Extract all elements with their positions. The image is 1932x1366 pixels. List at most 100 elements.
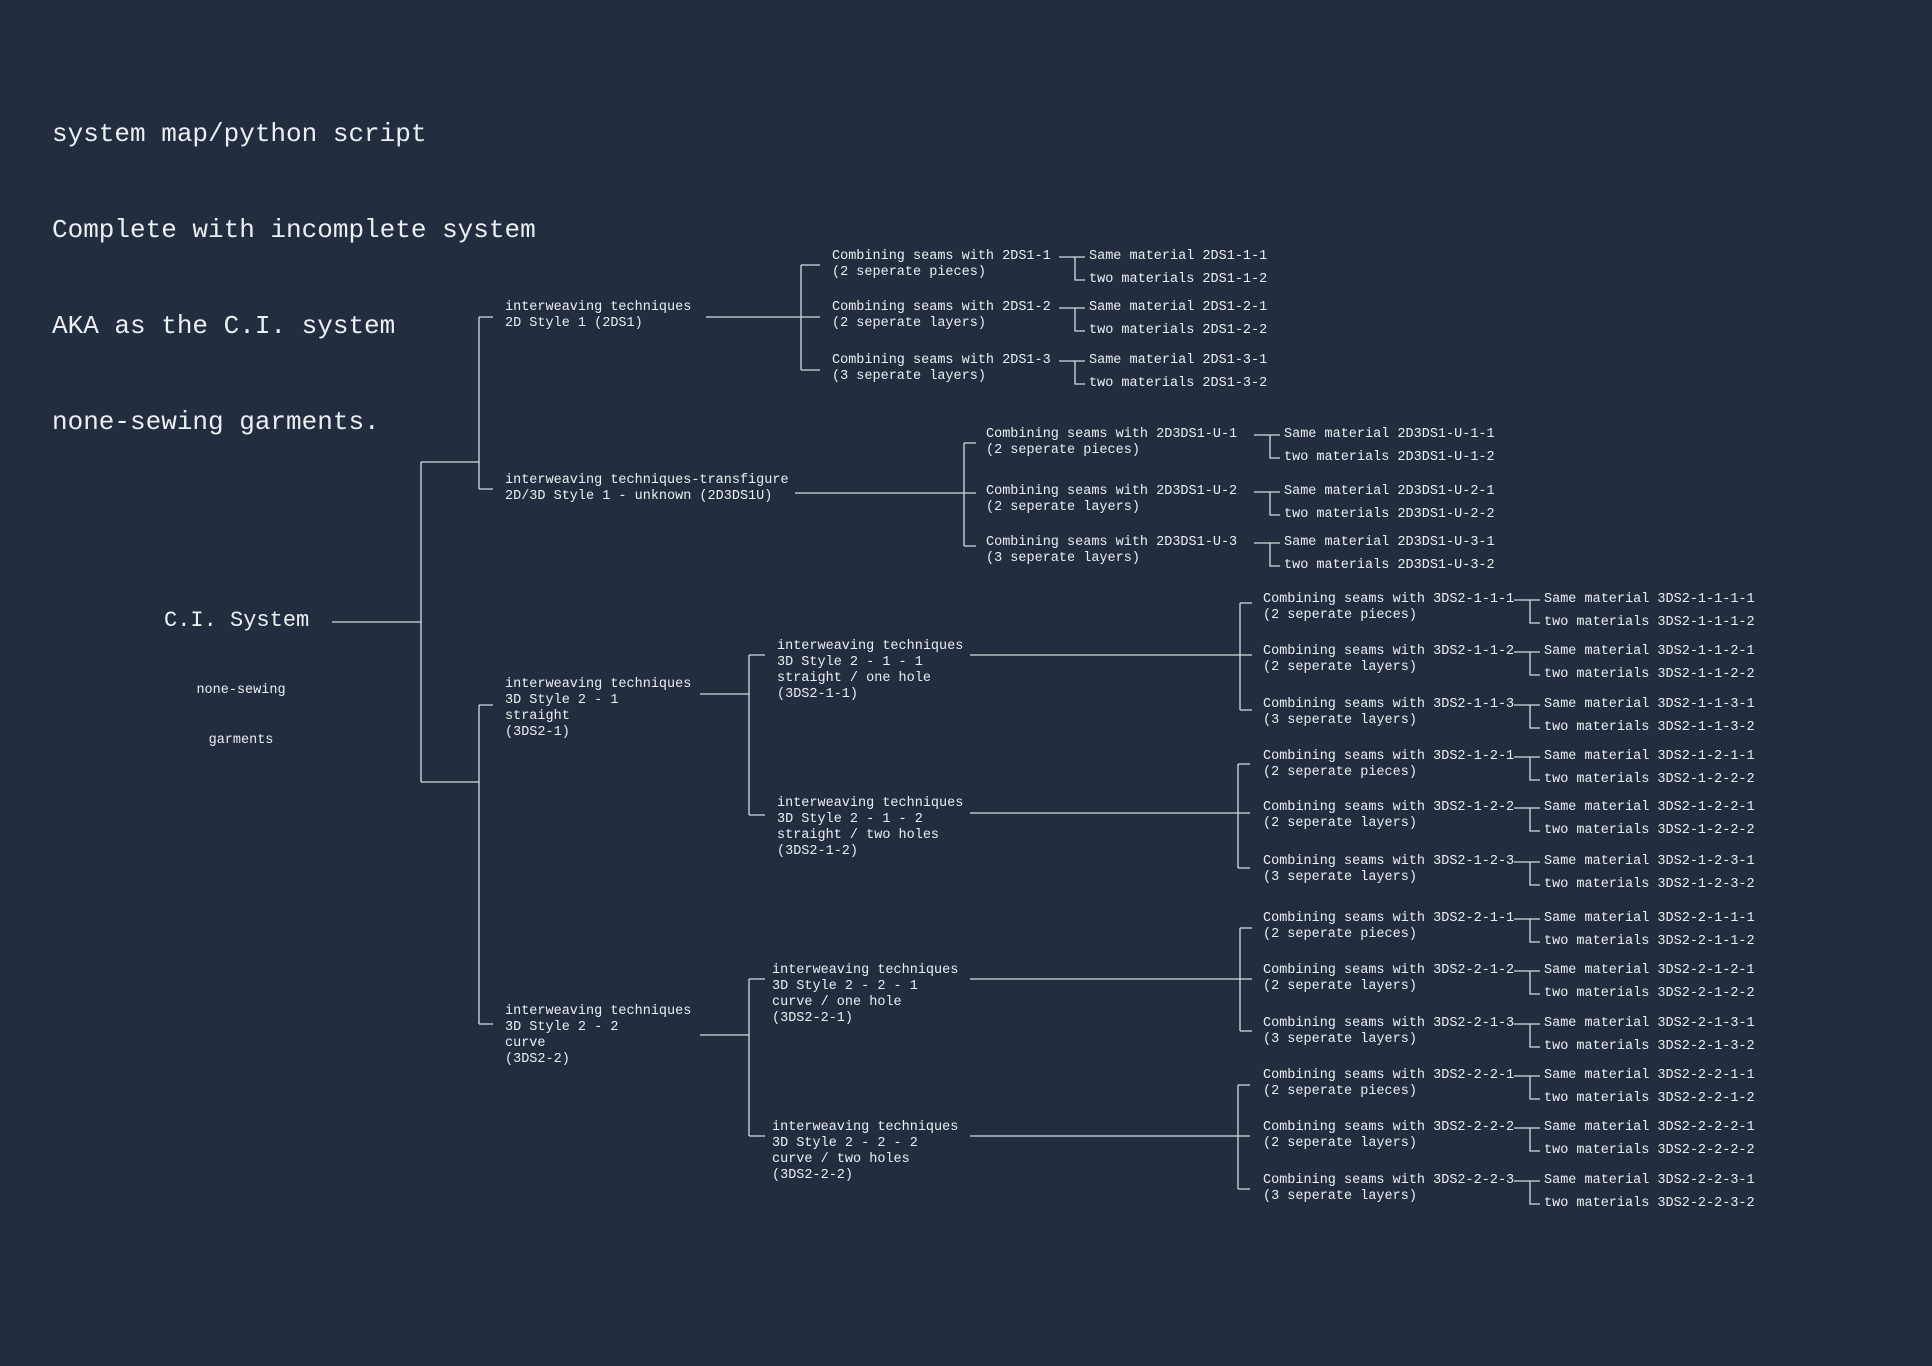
same-material-leaf-cs-211-3: Same material 3DS2-1-1-3-1 — [1544, 697, 1755, 712]
two-materials-leaf-cs-221-1: two materials 3DS2-2-1-1-2 — [1544, 934, 1755, 949]
material-connector-cs-212-2 — [1514, 807, 1540, 832]
two-materials-leaf-cs-221-2: two materials 3DS2-2-1-2-2 — [1544, 986, 1755, 1001]
same-material-leaf-cs-2d3-3: Same material 2D3DS1-U-3-1 — [1284, 535, 1495, 550]
two-materials-leaf-cs-2ds1-3: two materials 2DS1-3-2 — [1089, 376, 1268, 391]
same-material-leaf-cs-2ds1-1: Same material 2DS1-1-1 — [1089, 249, 1268, 264]
node-text-line: Combining seams with 3DS2-1-1-2 — [1263, 644, 1515, 659]
same-material-leaf-cs-211-1: Same material 3DS2-1-1-1-1 — [1544, 592, 1755, 607]
node-text-line: Combining seams with 3DS2-2-2-2 — [1263, 1120, 1515, 1135]
root-subtitle: none-sewing garments — [188, 650, 294, 766]
l2-3ds221-connector — [970, 927, 1252, 1032]
seam-node-cs-211-2: Combining seams with 3DS2-1-1-2(2 sepera… — [1263, 644, 1514, 676]
node-text-line: (2 seperate layers) — [1263, 660, 1417, 675]
same-material-leaf-cs-2ds1-2: Same material 2DS1-2-1 — [1089, 300, 1268, 315]
seam-node-cs-221-2: Combining seams with 3DS2-2-1-2(2 sepera… — [1263, 963, 1514, 995]
seam-node-cs-221-1: Combining seams with 3DS2-2-1-1(2 sepera… — [1263, 911, 1514, 943]
two-materials-leaf-cs-222-1: two materials 3DS2-2-2-1-2 — [1544, 1091, 1755, 1106]
node-text-line: interweaving techniques — [505, 677, 692, 692]
node-text-line: Combining seams with 3DS2-1-2-1 — [1263, 749, 1515, 764]
two-materials-leaf-cs-2d3-3: two materials 2D3DS1-U-3-2 — [1284, 558, 1495, 573]
node-text-line: interweaving techniques — [777, 639, 964, 654]
two-materials-leaf-cs-212-3: two materials 3DS2-1-2-3-2 — [1544, 877, 1755, 892]
node-text-line: (2 seperate pieces) — [986, 443, 1140, 458]
material-connector-cs-211-1 — [1514, 599, 1540, 624]
node-text-line: (2 seperate pieces) — [832, 265, 986, 280]
seam-node-cs-221-3: Combining seams with 3DS2-2-1-3(3 sepera… — [1263, 1016, 1514, 1048]
group-b-connector — [421, 704, 493, 1025]
same-material-leaf-cs-222-3: Same material 3DS2-2-2-3-1 — [1544, 1173, 1755, 1188]
two-materials-leaf-cs-2d3-1: two materials 2D3DS1-U-1-2 — [1284, 450, 1495, 465]
node-text-line: straight / one hole — [777, 671, 931, 686]
node-text-line: straight — [505, 709, 570, 724]
seam-node-cs-211-3: Combining seams with 3DS2-1-1-3(3 sepera… — [1263, 697, 1514, 729]
material-connector-cs-211-2 — [1514, 651, 1540, 676]
intro-line: Complete with incomplete system — [52, 215, 536, 245]
same-material-leaf-cs-212-3: Same material 3DS2-1-2-3-1 — [1544, 854, 1755, 869]
node-text-line: Combining seams with 2DS1-1 — [832, 249, 1051, 264]
node-text-line: 3D Style 2 - 1 - 1 — [777, 655, 923, 670]
two-materials-leaf-cs-2ds1-1: two materials 2DS1-1-2 — [1089, 272, 1268, 287]
node-text-line: (2 seperate layers) — [1263, 979, 1417, 994]
seam-node-cs-212-2: Combining seams with 3DS2-1-2-2(2 sepera… — [1263, 800, 1514, 832]
node-text-line: Combining seams with 3DS2-1-1-3 — [1263, 697, 1515, 712]
node-text-line: curve — [505, 1036, 546, 1051]
node-text-line: (2 seperate layers) — [986, 500, 1140, 515]
node-text-line: Combining seams with 2D3DS1-U-1 — [986, 427, 1238, 442]
l1-2ds1-connector — [706, 264, 820, 371]
same-material-leaf-cs-212-1: Same material 3DS2-1-2-1-1 — [1544, 749, 1755, 764]
l1-3ds21-connector — [700, 654, 765, 816]
material-connector-cs-2ds1-3 — [1059, 360, 1085, 385]
node-text-line: interweaving techniques — [505, 1004, 692, 1019]
same-material-leaf-cs-222-1: Same material 3DS2-2-2-1-1 — [1544, 1068, 1755, 1083]
node-text-line: Combining seams with 2D3DS1-U-2 — [986, 484, 1238, 499]
material-connector-cs-222-1 — [1514, 1075, 1540, 1100]
seam-node-cs-212-1: Combining seams with 3DS2-1-2-1(2 sepera… — [1263, 749, 1514, 781]
same-material-leaf-cs-2ds1-3: Same material 2DS1-3-1 — [1089, 353, 1268, 368]
node-text-line: interweaving techniques — [772, 1120, 959, 1135]
seam-node-cs-2ds1-3: Combining seams with 2DS1-3(3 seperate l… — [832, 353, 1051, 385]
seam-node-cs-2ds1-1: Combining seams with 2DS1-1(2 seperate p… — [832, 249, 1051, 281]
two-materials-leaf-cs-211-3: two materials 3DS2-1-1-3-2 — [1544, 720, 1755, 735]
node-text-line: Combining seams with 2DS1-3 — [832, 353, 1051, 368]
node-text-line: Combining seams with 3DS2-1-1-1 — [1263, 592, 1515, 607]
node-text-line: Combining seams with 3DS2-2-2-1 — [1263, 1068, 1515, 1083]
node-text-line: 3D Style 2 - 1 — [505, 693, 619, 708]
seam-node-cs-2d3-2: Combining seams with 2D3DS1-U-2(2 sepera… — [986, 484, 1237, 516]
seam-node-cs-222-1: Combining seams with 3DS2-2-2-1(2 sepera… — [1263, 1068, 1514, 1100]
node-text-line: curve / two holes — [772, 1152, 910, 1167]
same-material-leaf-cs-211-2: Same material 3DS2-1-1-2-1 — [1544, 644, 1755, 659]
node-text-line: (2 seperate layers) — [1263, 816, 1417, 831]
node-text-line: Combining seams with 2D3DS1-U-3 — [986, 535, 1238, 550]
material-connector-cs-221-3 — [1514, 1023, 1540, 1048]
node-text-line: interweaving techniques-transfigure — [505, 473, 789, 488]
material-connector-cs-221-2 — [1514, 970, 1540, 995]
node-text-line: 3D Style 2 - 2 - 2 — [772, 1136, 918, 1151]
node-text-line: (3 seperate layers) — [986, 551, 1140, 566]
node-text-line: (3DS2-2) — [505, 1052, 570, 1067]
root-subtitle-line: garments — [208, 732, 274, 748]
node-text-line: (2 seperate pieces) — [1263, 1084, 1417, 1099]
material-connector-cs-2d3-1 — [1254, 434, 1280, 459]
l2-3ds212-connector — [970, 763, 1250, 869]
same-material-leaf-cs-2d3-2: Same material 2D3DS1-U-2-1 — [1284, 484, 1495, 499]
two-materials-leaf-cs-2d3-2: two materials 2D3DS1-U-2-2 — [1284, 507, 1495, 522]
node-text-line: (2 seperate layers) — [1263, 1136, 1417, 1151]
node-text-line: curve / one hole — [772, 995, 902, 1010]
material-connector-cs-2d3-3 — [1254, 542, 1280, 567]
node-text-line: Combining seams with 2DS1-2 — [832, 300, 1051, 315]
two-materials-leaf-cs-212-1: two materials 3DS2-1-2-2-2 — [1544, 772, 1755, 787]
seam-node-cs-2d3-3: Combining seams with 2D3DS1-U-3(3 sepera… — [986, 535, 1237, 567]
same-material-leaf-cs-212-2: Same material 3DS2-1-2-2-1 — [1544, 800, 1755, 815]
material-connector-cs-2d3-2 — [1254, 491, 1280, 516]
node-text-line: (3DS2-1-1) — [777, 687, 859, 702]
l2-3ds222-connector — [970, 1084, 1250, 1190]
node-text-line: (2 seperate pieces) — [1263, 765, 1417, 780]
node-text-line: (3DS2-1) — [505, 725, 570, 740]
material-connector-cs-2ds1-1 — [1059, 256, 1085, 281]
node-text-line: Combining seams with 3DS2-1-2-2 — [1263, 800, 1515, 815]
